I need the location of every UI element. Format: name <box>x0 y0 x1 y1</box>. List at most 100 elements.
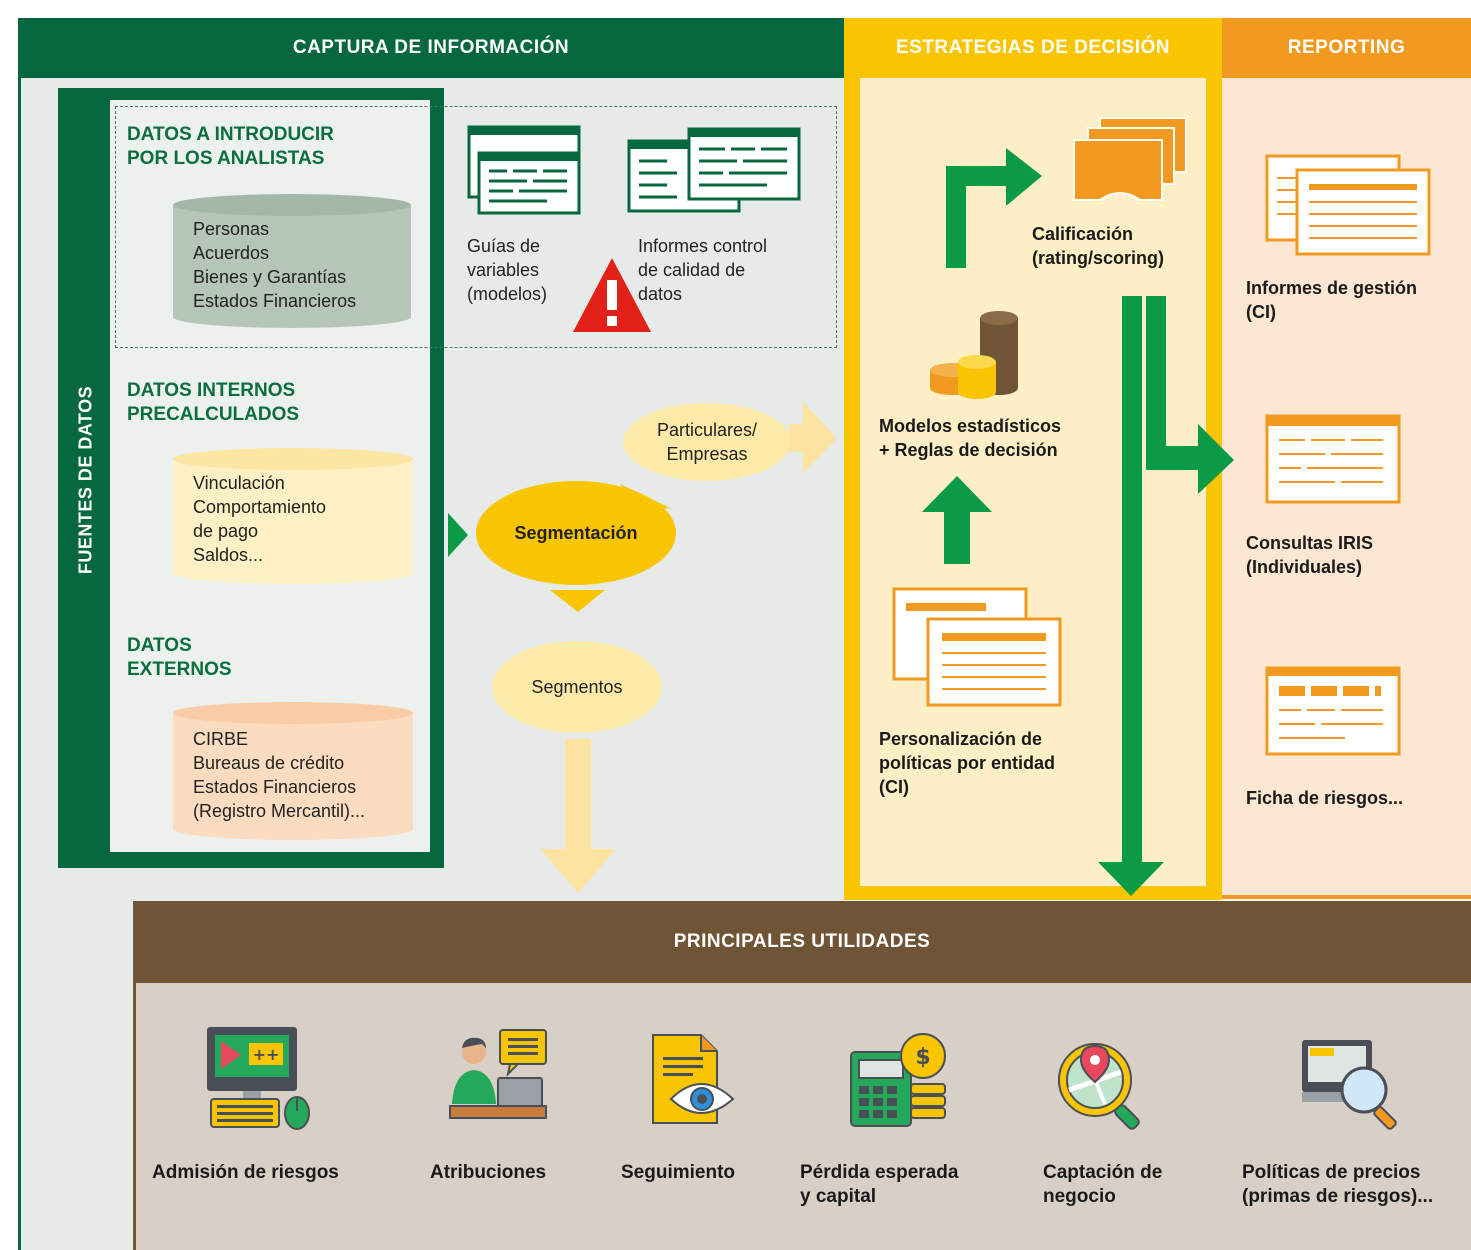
consultas-iris-line: (Individuales) <box>1246 557 1363 577</box>
estrategias-header-text: ESTRATEGIAS DE DECISIÓN <box>895 37 1170 58</box>
analistas-item: Estados Financieros <box>193 291 357 311</box>
informes-gestion-icon <box>1265 154 1431 256</box>
personalizacion-line: (CI) <box>879 777 909 797</box>
externos-item: Bureaus de crédito <box>193 753 345 773</box>
util-seguimiento-label: Seguimiento <box>621 1161 735 1185</box>
util-label-line: Políticas de precios <box>1242 1162 1421 1183</box>
particulares-to-modelos-arrow <box>789 402 837 474</box>
estrategias-down-arrow <box>1098 296 1164 896</box>
calculator-icon: $ <box>850 1033 946 1127</box>
utilidades-panel <box>133 983 1471 1250</box>
analistas-title-line1: DATOS A INTRODUCIR <box>127 124 334 145</box>
left-border-line <box>18 18 21 1250</box>
externos-item: (Registro Mercantil)... <box>193 801 366 821</box>
util-label-line: (primas de riesgos)... <box>1242 1186 1434 1207</box>
consultas-iris-line: Consultas IRIS <box>1246 533 1374 553</box>
computer-icon: ++ <box>207 1027 310 1130</box>
internos-item: Vinculación <box>193 473 285 493</box>
informes-gestion-label: Informes de gestión (CI) <box>1246 276 1417 324</box>
internos-item: Saldos... <box>193 545 264 565</box>
segmentos-node: Segmentos <box>492 641 662 733</box>
svg-text:++: ++ <box>253 1045 280 1064</box>
guias-document-icon <box>467 125 581 215</box>
analistas-item: Bienes y Garantías <box>193 267 347 287</box>
informes-control-line: Informes control <box>638 236 768 256</box>
informes-control-line: datos <box>638 284 683 304</box>
coins-icon <box>930 311 1018 399</box>
informes-control-label: Informes control de calidad de datos <box>638 234 767 306</box>
util-politicas-label: Políticas de precios (primas de riesgos)… <box>1242 1161 1433 1209</box>
segmentos-text: Segmentos <box>531 677 623 697</box>
analistas-cylinder: Personas Acuerdos Bienes y Garantías Est… <box>173 194 411 328</box>
modelos-line: Modelos estadísticos <box>879 416 1062 436</box>
analistas-title: DATOS A INTRODUCIR POR LOS ANALISTAS <box>127 123 334 171</box>
calificacion-label: Calificación (rating/scoring) <box>1032 222 1164 270</box>
modelos-label: Modelos estadísticos + Reglas de decisió… <box>879 414 1061 462</box>
util-label-line: Pérdida esperada <box>800 1162 959 1183</box>
internos-title-line2: PRECALCULADOS <box>127 404 300 425</box>
analistas-dashed-box <box>115 106 837 348</box>
util-label-line: y capital <box>800 1186 877 1207</box>
personalizacion-line: Personalización de <box>879 729 1043 749</box>
ficha-riesgos-label: Ficha de riesgos... <box>1246 786 1403 810</box>
fuentes-to-segmentacion-arrow <box>448 513 468 557</box>
util-captacion-label: Captación de negocio <box>1043 1161 1162 1209</box>
util-admision-label: Admisión de riesgos <box>152 1161 339 1185</box>
analistas-item: Acuerdos <box>193 243 270 263</box>
calificacion-line: Calificación <box>1032 224 1134 244</box>
internos-cylinder: Vinculación Comportamiento de pago Saldo… <box>173 448 413 584</box>
personalizacion-up-arrow <box>922 476 992 564</box>
reporting-header: REPORTING <box>1222 18 1471 78</box>
informes-gestion-line: Informes de gestión <box>1246 278 1418 298</box>
to-reporting-arrow <box>1146 296 1234 494</box>
util-perdida-label: Pérdida esperada y capital <box>800 1161 958 1209</box>
util-label-line: Atribuciones <box>430 1162 547 1183</box>
guias-label-line: (modelos) <box>467 284 548 304</box>
util-atribuciones-label: Atribuciones <box>430 1161 546 1185</box>
analistas-title-line2: POR LOS ANALISTAS <box>127 148 325 169</box>
util-label-line: Seguimiento <box>621 1162 736 1183</box>
ficha-riesgos-icon <box>1265 666 1401 756</box>
internos-item: de pago <box>193 521 259 541</box>
util-label-line: negocio <box>1043 1186 1116 1207</box>
internos-title-line1: DATOS INTERNOS <box>127 380 296 401</box>
particulares-node: Particulares/ Empresas <box>623 403 791 481</box>
guias-label-line: variables <box>467 260 540 280</box>
modelos-line: + Reglas de decisión <box>879 440 1058 460</box>
particulares-line: Empresas <box>666 444 748 464</box>
svg-text:$: $ <box>915 1045 930 1070</box>
externos-title: DATOS EXTERNOS <box>127 634 232 682</box>
fuentes-label-text: FUENTES DE DATOS <box>75 385 96 575</box>
externos-cylinder: CIRBE Bureaus de crédito Estados Financi… <box>173 702 413 840</box>
document-eye-icon <box>652 1034 735 1124</box>
segmentos-down-arrow <box>540 739 616 893</box>
informes-gestion-line: (CI) <box>1246 302 1276 322</box>
map-search-icon <box>1058 1043 1140 1130</box>
captura-header-text: CAPTURA DE INFORMACIÓN <box>292 37 570 58</box>
calificacion-elbow-arrow <box>946 148 1042 268</box>
rating-documents-icon <box>1073 117 1187 201</box>
personalizacion-documents-icon <box>892 587 1062 707</box>
guias-label: Guías de variables (modelos) <box>467 234 547 306</box>
consultas-iris-label: Consultas IRIS (Individuales) <box>1246 531 1373 579</box>
reporting-bottom-line <box>1222 895 1471 899</box>
monitor-search-icon <box>1302 1040 1397 1130</box>
externos-item: CIRBE <box>193 729 249 749</box>
calificacion-line: (rating/scoring) <box>1032 248 1165 268</box>
personalizacion-line: políticas por entidad <box>879 753 1056 773</box>
consultas-iris-icon <box>1265 414 1401 504</box>
segmentacion-node: Segmentación <box>476 481 676 585</box>
segmentacion-text: Segmentación <box>514 523 638 543</box>
warning-icon <box>573 258 651 332</box>
ficha-riesgos-line: Ficha de riesgos... <box>1246 788 1404 808</box>
reporting-header-text: REPORTING <box>1287 37 1406 58</box>
externos-title-line2: EXTERNOS <box>127 659 232 680</box>
util-label-line: Captación de <box>1043 1162 1163 1183</box>
guias-label-line: Guías de <box>467 236 541 256</box>
externos-title-line1: DATOS <box>127 635 192 656</box>
estrategias-header: ESTRATEGIAS DE DECISIÓN <box>844 18 1222 78</box>
informes-control-document-icon <box>627 127 801 213</box>
person-laptop-icon <box>449 1029 547 1119</box>
externos-item: Estados Financieros <box>193 777 357 797</box>
utilidades-left-line <box>133 983 136 1250</box>
